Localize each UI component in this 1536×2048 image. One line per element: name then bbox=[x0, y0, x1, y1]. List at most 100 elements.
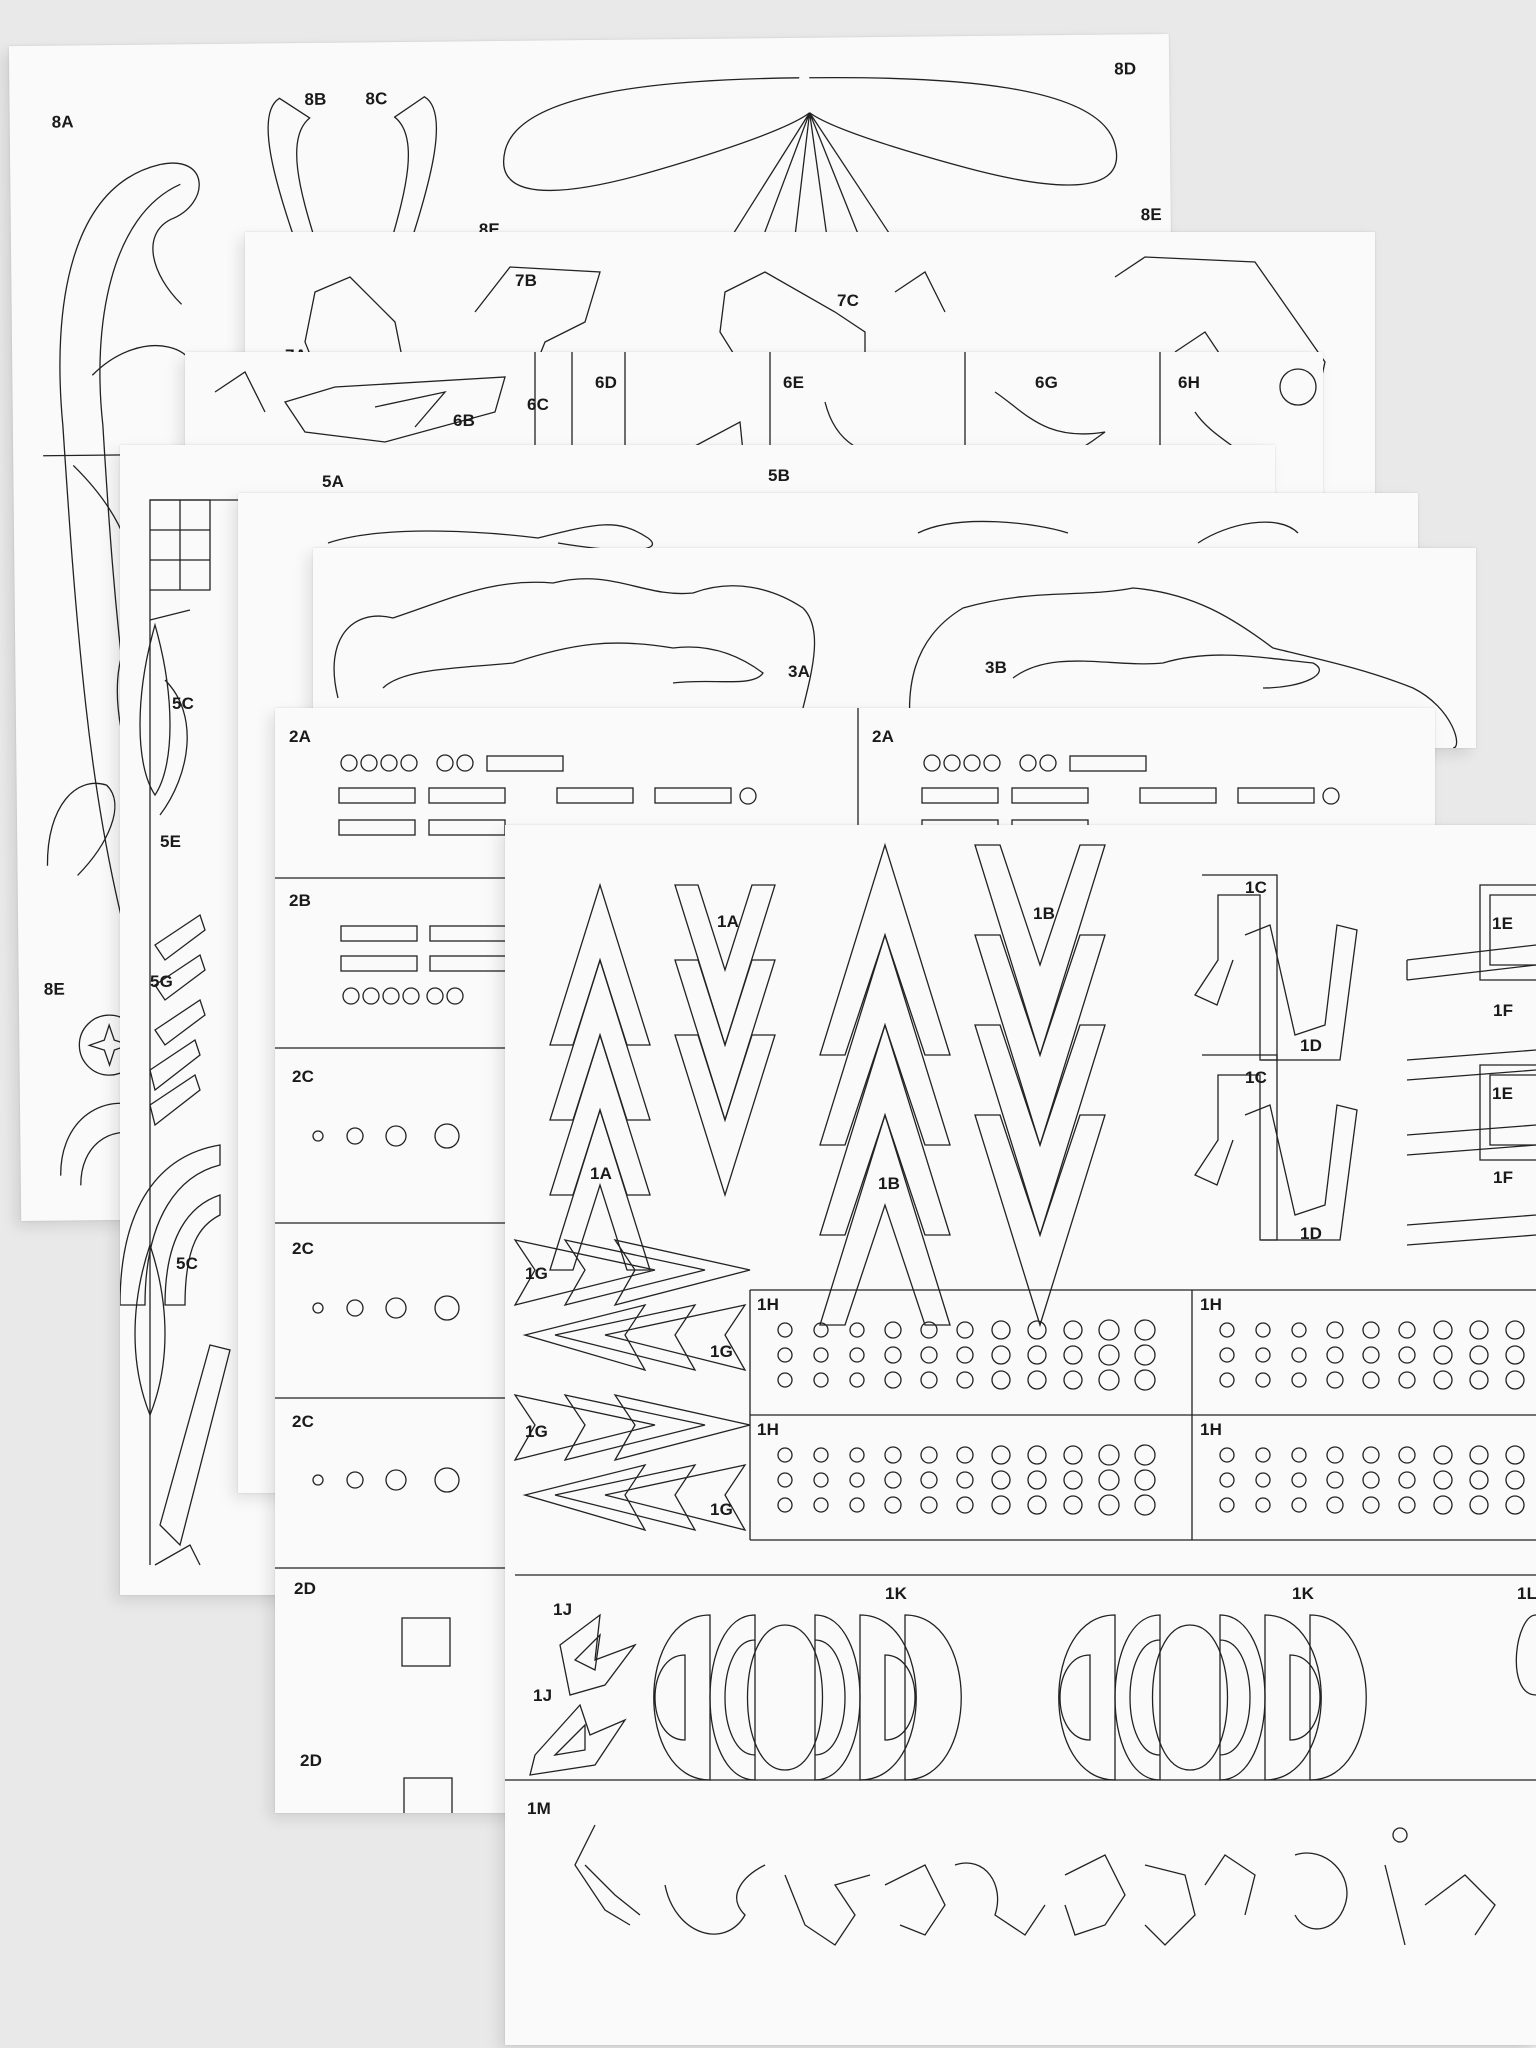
hole bbox=[1098, 1469, 1120, 1491]
label-7b: 7B bbox=[515, 271, 538, 290]
label-6d: 6D bbox=[595, 373, 618, 392]
label-1e-top: 1E bbox=[1492, 914, 1514, 933]
hole bbox=[1362, 1471, 1380, 1489]
hole bbox=[956, 1321, 974, 1339]
hole bbox=[920, 1471, 938, 1489]
hole bbox=[1255, 1447, 1271, 1463]
hole bbox=[1433, 1495, 1453, 1515]
hole bbox=[1063, 1445, 1083, 1465]
hole bbox=[777, 1447, 793, 1463]
label-1d-bottom: 1D bbox=[1300, 1224, 1323, 1243]
hole bbox=[1134, 1494, 1156, 1516]
hole bbox=[1134, 1344, 1156, 1366]
label-1h-1: 1H bbox=[757, 1295, 780, 1314]
hole bbox=[813, 1497, 829, 1513]
hole bbox=[1326, 1471, 1344, 1489]
hole bbox=[1134, 1444, 1156, 1466]
hole bbox=[991, 1495, 1011, 1515]
hole bbox=[991, 1320, 1011, 1340]
hole bbox=[1027, 1495, 1047, 1515]
hole bbox=[991, 1345, 1011, 1365]
label-5g: 5G bbox=[150, 972, 174, 991]
label-1k-1: 1K bbox=[885, 1584, 908, 1603]
hole bbox=[849, 1322, 865, 1338]
hole bbox=[1063, 1495, 1083, 1515]
hole bbox=[884, 1371, 902, 1389]
label-8c: 8C bbox=[365, 89, 388, 109]
hole bbox=[956, 1446, 974, 1464]
label-6h: 6H bbox=[1178, 373, 1201, 392]
hole bbox=[1063, 1470, 1083, 1490]
label-1f-top: 1F bbox=[1493, 1001, 1514, 1020]
hole bbox=[813, 1322, 829, 1338]
hole bbox=[1098, 1319, 1120, 1341]
hole bbox=[1291, 1472, 1307, 1488]
hole bbox=[884, 1446, 902, 1464]
hole bbox=[849, 1497, 865, 1513]
hole bbox=[777, 1347, 793, 1363]
hole bbox=[1291, 1497, 1307, 1513]
label-7c: 7C bbox=[837, 291, 860, 310]
hole bbox=[1398, 1471, 1416, 1489]
hole bbox=[1027, 1345, 1047, 1365]
label-5c-top: 5C bbox=[172, 694, 195, 713]
hole bbox=[1255, 1322, 1271, 1338]
label-6e: 6E bbox=[783, 373, 805, 392]
label-2a-right: 2A bbox=[872, 727, 895, 746]
hole bbox=[1291, 1347, 1307, 1363]
hole bbox=[1219, 1347, 1235, 1363]
label-8a: 8A bbox=[51, 112, 74, 132]
hole bbox=[1291, 1447, 1307, 1463]
hole bbox=[813, 1347, 829, 1363]
hole bbox=[1098, 1344, 1120, 1366]
hole bbox=[1469, 1370, 1489, 1390]
hole bbox=[777, 1372, 793, 1388]
hole bbox=[1505, 1445, 1525, 1465]
hole bbox=[1255, 1372, 1271, 1388]
hole bbox=[956, 1371, 974, 1389]
hole bbox=[1027, 1470, 1047, 1490]
label-3b: 3B bbox=[985, 658, 1008, 677]
hole bbox=[884, 1471, 902, 1489]
hole bbox=[1063, 1320, 1083, 1340]
label-2a-left: 2A bbox=[289, 727, 312, 746]
label-1g-3: 1G bbox=[525, 1422, 549, 1441]
hole bbox=[1219, 1472, 1235, 1488]
label-2b: 2B bbox=[289, 891, 312, 910]
hole bbox=[1505, 1320, 1525, 1340]
hole bbox=[1027, 1445, 1047, 1465]
hole bbox=[920, 1371, 938, 1389]
label-1f-bottom: 1F bbox=[1493, 1168, 1514, 1187]
label-1g-1: 1G bbox=[525, 1264, 549, 1283]
hole bbox=[1469, 1345, 1489, 1365]
hole bbox=[1433, 1320, 1453, 1340]
label-1h-2: 1H bbox=[1200, 1295, 1223, 1314]
hole bbox=[1219, 1447, 1235, 1463]
label-1j-top: 1J bbox=[553, 1600, 573, 1619]
label-2c-1: 2C bbox=[292, 1067, 315, 1086]
label-2c-3: 2C bbox=[292, 1412, 315, 1431]
hole bbox=[956, 1496, 974, 1514]
label-1h-4: 1H bbox=[1200, 1420, 1223, 1439]
hole bbox=[1469, 1320, 1489, 1340]
hole bbox=[1398, 1496, 1416, 1514]
hole bbox=[1098, 1444, 1120, 1466]
hole bbox=[1505, 1470, 1525, 1490]
hole bbox=[1398, 1446, 1416, 1464]
sheet-1: 1A 1A 1B 1B 1C 1C 1D 1D 1E 1E 1F 1F 1G 1… bbox=[505, 825, 1536, 2045]
hole bbox=[1219, 1372, 1235, 1388]
label-5c-bottom: 5C bbox=[176, 1254, 199, 1273]
hole bbox=[777, 1322, 793, 1338]
hole bbox=[849, 1372, 865, 1388]
label-5e: 5E bbox=[160, 832, 182, 851]
label-5b: 5B bbox=[768, 466, 791, 485]
label-1k-2: 1K bbox=[1292, 1584, 1315, 1603]
hole bbox=[1326, 1496, 1344, 1514]
hole bbox=[849, 1347, 865, 1363]
label-1a-bottom: 1A bbox=[590, 1164, 613, 1183]
hole bbox=[1433, 1445, 1453, 1465]
hole bbox=[1063, 1370, 1083, 1390]
hole bbox=[849, 1472, 865, 1488]
hole bbox=[1134, 1469, 1156, 1491]
hole bbox=[1362, 1446, 1380, 1464]
